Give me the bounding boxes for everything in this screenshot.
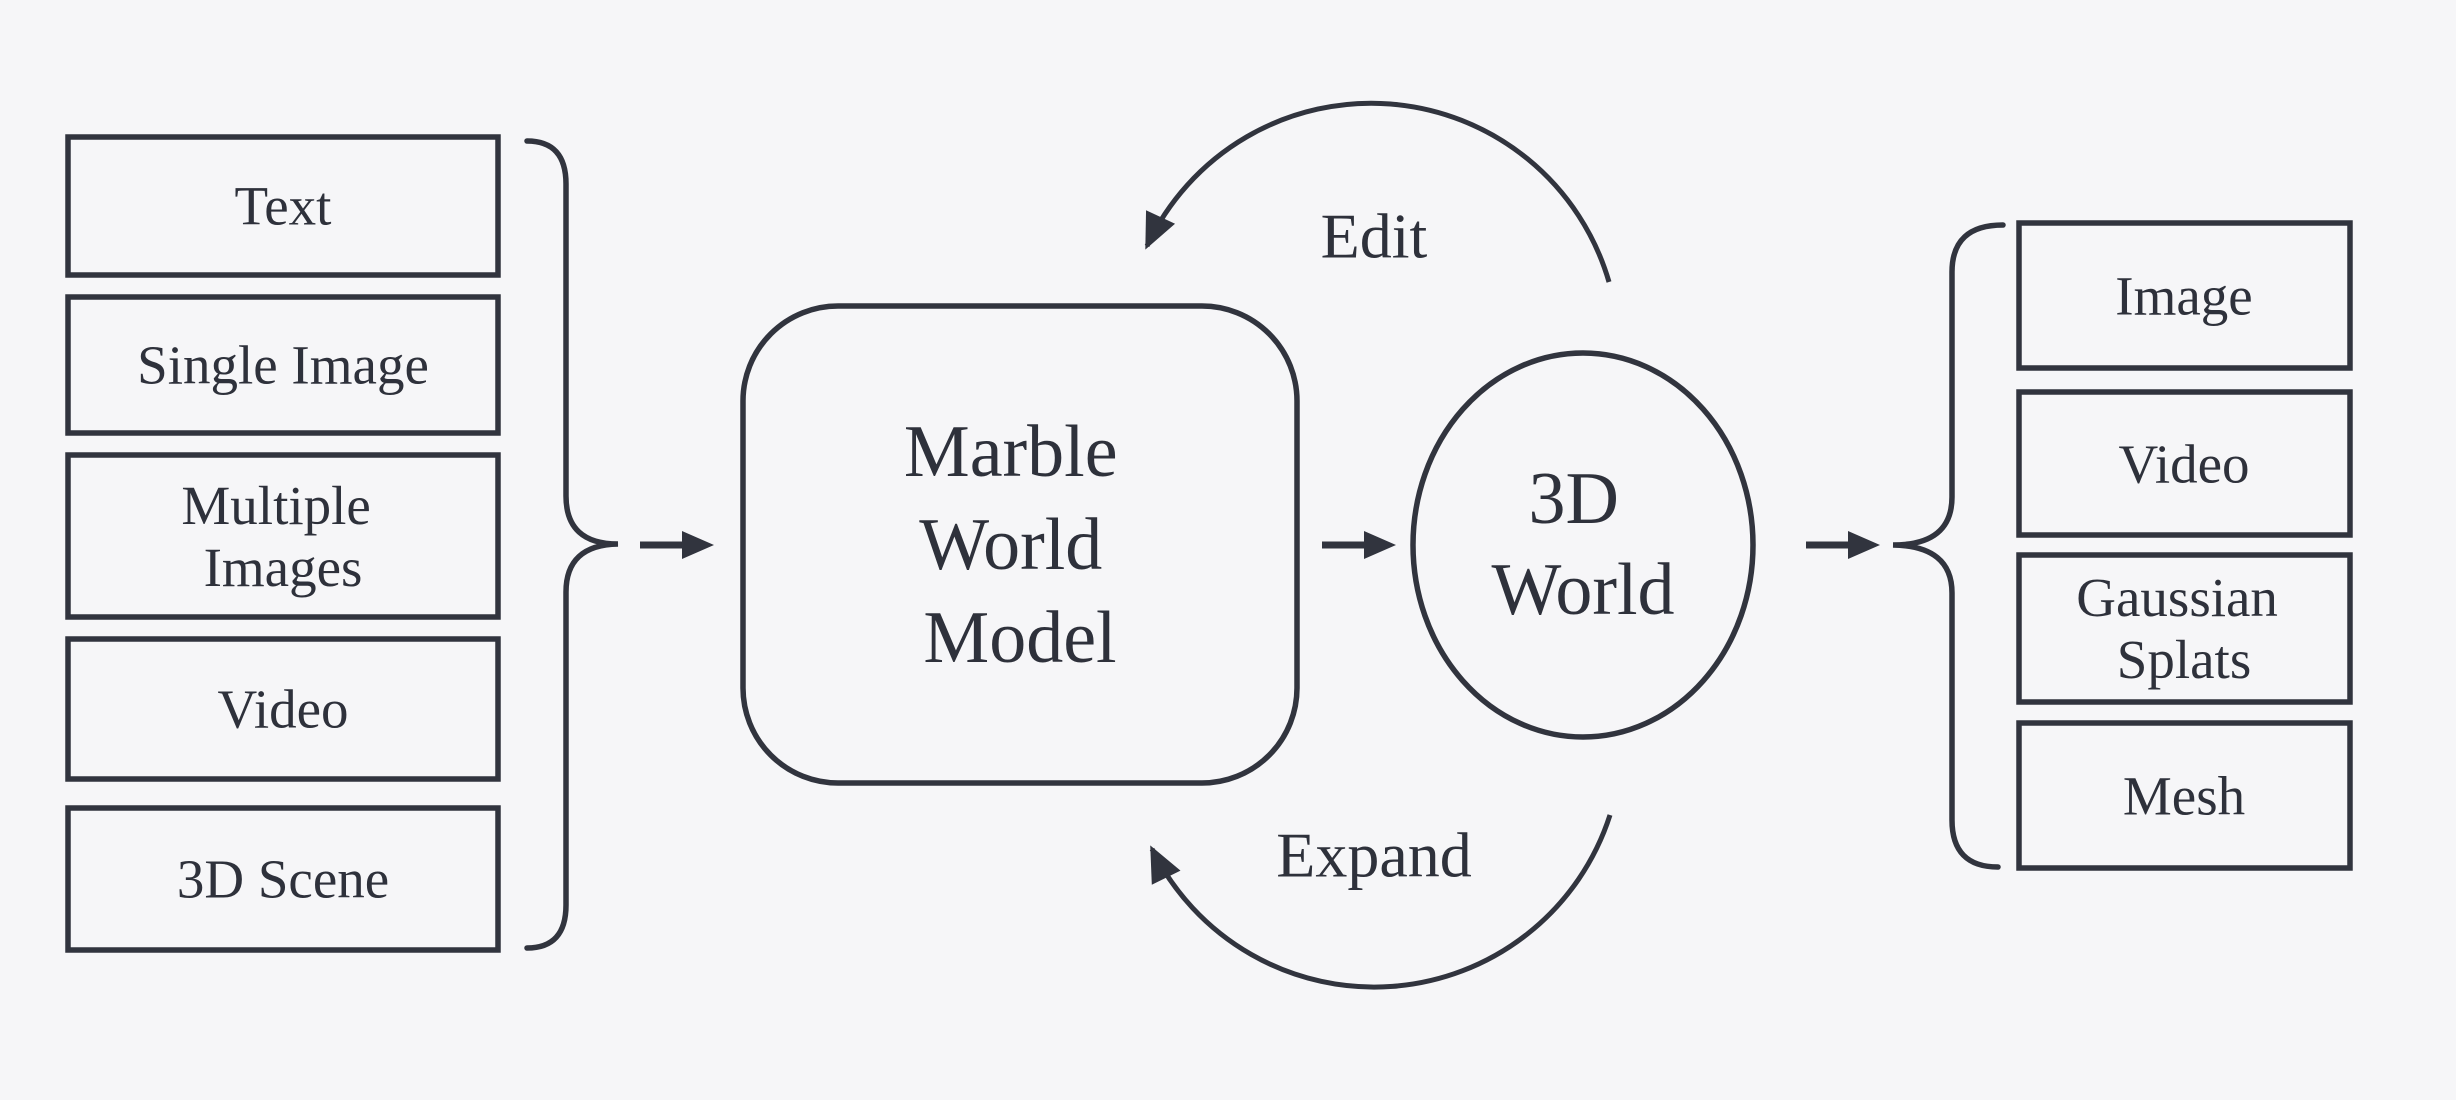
model-label-line1: Marble bbox=[904, 411, 1118, 493]
input-box-multiple-images bbox=[65, 452, 501, 620]
output-label-gaussian-splats-line1: Gaussian bbox=[2076, 567, 2278, 628]
input-label-single-image: Single Image bbox=[137, 335, 429, 396]
input-label-3d-scene: 3D Scene bbox=[177, 849, 389, 910]
input-column: Text Single Image Multiple Images Video … bbox=[65, 134, 501, 953]
input-arrow bbox=[640, 531, 714, 559]
output-label-mesh: Mesh bbox=[2123, 766, 2245, 827]
input-brace bbox=[524, 138, 619, 951]
edit-label: Edit bbox=[1321, 201, 1428, 272]
output-brace bbox=[1892, 222, 2006, 870]
world-node: 3D World bbox=[1410, 350, 1756, 740]
model-label-line2: World bbox=[919, 504, 1102, 586]
edit-arc bbox=[1144, 100, 1612, 283]
model-box bbox=[740, 303, 1300, 786]
output-box-mesh bbox=[2016, 720, 2353, 871]
input-label-text: Text bbox=[235, 176, 332, 237]
expand-arc bbox=[1149, 814, 1613, 990]
world-to-output-arrow-head bbox=[1848, 531, 1880, 559]
world-label: 3D World bbox=[1491, 458, 1674, 631]
output-box-gaussian-splats bbox=[2016, 552, 2353, 705]
input-label-multiple-images: Multiple Images bbox=[181, 475, 384, 598]
input-box-3d-scene bbox=[65, 805, 501, 953]
output-column: Image Video Gaussian Splats Mesh bbox=[2016, 220, 2353, 871]
expand-label: Expand bbox=[1276, 820, 1472, 891]
input-label-multiple-images-line2: Images bbox=[204, 537, 363, 598]
output-box-image bbox=[2016, 220, 2353, 371]
world-label-line2: World bbox=[1491, 549, 1674, 631]
output-label-gaussian-splats: Gaussian Splats bbox=[2076, 567, 2291, 690]
output-label-image: Image bbox=[2115, 266, 2252, 327]
world-circle bbox=[1410, 350, 1756, 740]
input-box-single-image bbox=[65, 294, 501, 436]
world-to-output-arrow bbox=[1806, 531, 1880, 559]
output-box-video bbox=[2016, 389, 2353, 538]
world-label-line1: 3D bbox=[1529, 458, 1619, 540]
output-label-gaussian-splats-line2: Splats bbox=[2117, 629, 2251, 690]
input-box-video bbox=[65, 636, 501, 782]
model-label: Marble World Model bbox=[904, 411, 1136, 679]
model-to-world-arrow-head bbox=[1364, 531, 1396, 559]
input-box-text bbox=[65, 134, 501, 278]
model-to-world-arrow bbox=[1322, 531, 1396, 559]
model-label-line3: Model bbox=[923, 597, 1116, 679]
input-arrow-head bbox=[682, 531, 714, 559]
input-label-video: Video bbox=[217, 679, 348, 740]
model-node: Marble World Model bbox=[740, 303, 1300, 786]
output-label-video: Video bbox=[2118, 434, 2249, 495]
input-label-multiple-images-line1: Multiple bbox=[181, 475, 370, 536]
